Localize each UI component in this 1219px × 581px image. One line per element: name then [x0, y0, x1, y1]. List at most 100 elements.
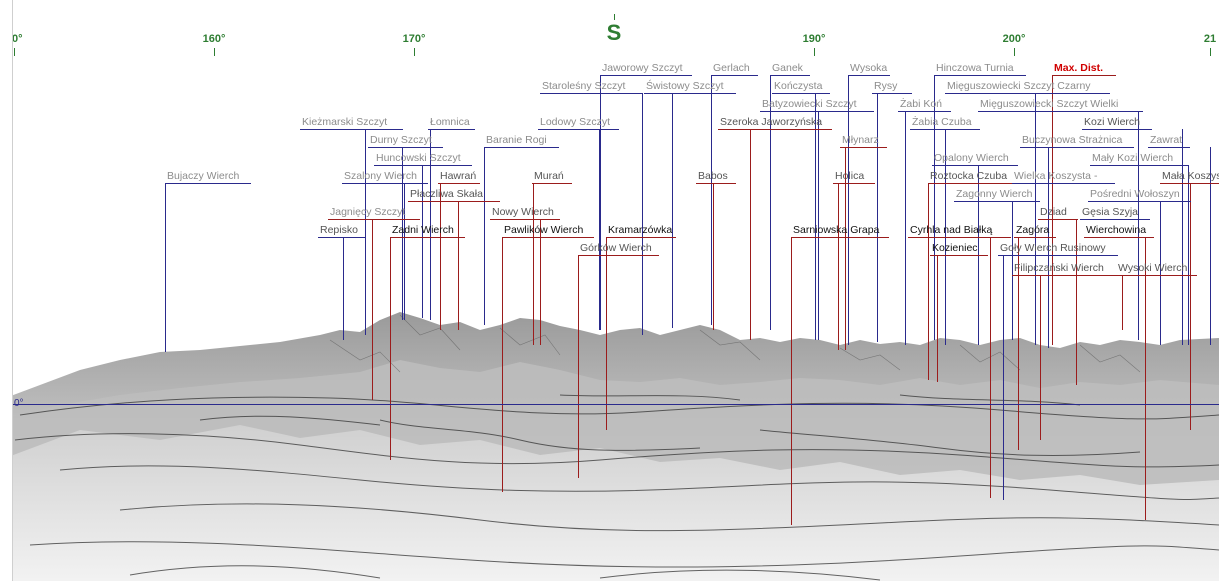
- peak-label[interactable]: Wysoka: [850, 62, 888, 74]
- leader-line: [600, 75, 601, 330]
- peak-label[interactable]: Baranie Rogi: [486, 134, 547, 146]
- peak-label[interactable]: Gęsia Szyja: [1082, 206, 1139, 218]
- peak-label[interactable]: Szalony Wierch: [344, 170, 417, 182]
- peak-label[interactable]: Cyrhla nad Białką: [910, 224, 993, 236]
- peak-label[interactable]: Holica: [835, 170, 865, 182]
- label-underline: [300, 129, 404, 130]
- label-underline: [1038, 219, 1078, 220]
- peak-label[interactable]: Dziad: [1040, 206, 1067, 218]
- peak-label[interactable]: Goły Wierch Rusinowy: [1000, 242, 1106, 254]
- compass-tick-mark: [414, 48, 415, 56]
- peak-label[interactable]: Płaczliwa Skała: [410, 188, 483, 200]
- leader-line: [845, 147, 846, 350]
- peak-label[interactable]: Gerlach: [713, 62, 750, 74]
- peak-label[interactable]: Max. Dist.: [1054, 62, 1104, 74]
- leader-line: [422, 165, 423, 318]
- label-underline: [772, 93, 831, 94]
- peak-label[interactable]: Mała Koszysta: [1162, 170, 1219, 182]
- peak-label[interactable]: Szeroka Jaworzyńska: [720, 116, 823, 128]
- peak-label[interactable]: Łomnica: [430, 116, 470, 128]
- label-underline: [696, 183, 736, 184]
- label-underline: [840, 147, 888, 148]
- peak-label[interactable]: Huncowski Szczyt: [376, 152, 461, 164]
- peak-label[interactable]: Hinczowa Turnia: [936, 62, 1014, 74]
- peak-label[interactable]: Górków Wierch: [580, 242, 652, 254]
- peak-label[interactable]: Kramarzówka: [608, 224, 673, 236]
- peak-label[interactable]: Sarniowska Grapa: [793, 224, 880, 236]
- leader-line: [877, 93, 878, 342]
- label-underline: [1052, 75, 1116, 76]
- peak-label[interactable]: Zagonny Wierch: [956, 188, 1033, 200]
- leader-line: [934, 75, 935, 340]
- peak-label[interactable]: Hawrań: [440, 170, 477, 182]
- label-underline: [898, 111, 951, 112]
- peak-label[interactable]: Nowy Wierch: [492, 206, 554, 218]
- label-underline: [328, 219, 420, 220]
- peak-label[interactable]: Kozieniec: [932, 242, 978, 254]
- leader-line: [404, 183, 405, 320]
- leader-line: [1035, 183, 1036, 345]
- compass-tick-mark: [1210, 48, 1211, 56]
- peak-label[interactable]: Żabi Koń: [900, 98, 943, 110]
- peak-label[interactable]: Buczynowa Strażnica: [1022, 134, 1123, 146]
- peak-label[interactable]: Staroleśny Szczyt: [542, 80, 626, 92]
- peak-label[interactable]: Zadni Wierch: [392, 224, 454, 236]
- peak-label[interactable]: Kozi Wierch: [1084, 116, 1141, 128]
- leader-line: [928, 183, 929, 380]
- peak-label[interactable]: Bujaczy Wierch: [167, 170, 240, 182]
- leader-line: [599, 129, 600, 330]
- peak-label[interactable]: Kończysta: [774, 80, 823, 92]
- peak-label[interactable]: Zagóra: [1016, 224, 1050, 236]
- leader-line: [990, 237, 991, 498]
- leader-line: [343, 237, 344, 340]
- leader-line: [1048, 147, 1049, 348]
- label-underline: [600, 75, 692, 76]
- label-underline: [910, 129, 980, 130]
- peak-label[interactable]: Młynarz: [842, 134, 879, 146]
- peak-label[interactable]: Mięguszowiecki Szczyt Wielki: [980, 98, 1119, 110]
- peak-label[interactable]: Mały Kozi Wierch: [1092, 152, 1174, 164]
- peak-label[interactable]: Rysy: [874, 80, 898, 92]
- peak-label[interactable]: Lodowy Szczyt: [540, 116, 611, 128]
- peak-label[interactable]: Żabia Czuba: [912, 116, 972, 128]
- peak-label[interactable]: Opalony Wierch: [934, 152, 1009, 164]
- peak-label[interactable]: Roztocka Czuba: [930, 170, 1008, 182]
- peak-label[interactable]: Wielka Koszysta -: [1014, 170, 1098, 182]
- peak-label[interactable]: Jagnięcy Szczyt: [330, 206, 406, 218]
- label-underline: [1012, 275, 1127, 276]
- peak-label[interactable]: Pośredni Wołoszyn: [1090, 188, 1180, 200]
- label-underline: [718, 129, 833, 130]
- label-underline: [428, 129, 476, 130]
- peak-label[interactable]: Wysoki Wierch: [1118, 262, 1188, 274]
- compass-tick-mark: [814, 48, 815, 56]
- peak-label[interactable]: Pawlików Wierch: [504, 224, 584, 236]
- peak-label[interactable]: Filipczański Wierch: [1014, 262, 1104, 274]
- compass-tick-mark: [1014, 48, 1015, 56]
- peak-label[interactable]: Jaworowy Szczyt: [602, 62, 683, 74]
- peak-label[interactable]: Repisko: [320, 224, 358, 236]
- leader-line: [1018, 237, 1019, 450]
- label-underline: [908, 237, 1012, 238]
- leader-line: [458, 201, 459, 330]
- peak-label[interactable]: Ganek: [772, 62, 803, 74]
- peak-label[interactable]: Durny Szczyt: [370, 134, 432, 146]
- peak-label[interactable]: Zawrat: [1150, 134, 1183, 146]
- leader-line: [791, 237, 792, 525]
- label-underline: [770, 75, 810, 76]
- peak-label[interactable]: Batyzowiecki Szczyt: [762, 98, 857, 110]
- peak-label[interactable]: Świstowy Szczyt: [646, 80, 724, 92]
- leader-line: [390, 237, 391, 460]
- compass-tick-label: 170°: [402, 33, 426, 45]
- peak-label[interactable]: Mięguszowiecki Szczyt Czarny: [947, 80, 1091, 92]
- peak-label[interactable]: Murań: [534, 170, 564, 182]
- peak-label[interactable]: Kieżmarski Szczyt: [302, 116, 388, 128]
- leader-line: [818, 111, 819, 340]
- leader-line: [642, 93, 643, 335]
- leader-line: [1012, 201, 1013, 340]
- label-underline: [538, 129, 619, 130]
- label-underline: [954, 201, 1041, 202]
- peak-label[interactable]: Wierchowina: [1086, 224, 1147, 236]
- peak-label[interactable]: Babos: [698, 170, 728, 182]
- leader-line: [711, 75, 712, 325]
